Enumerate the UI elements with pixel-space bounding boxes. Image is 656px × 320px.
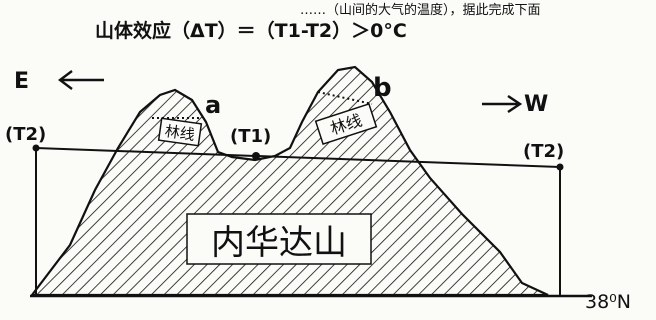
page-title: 山体效应（ΔT）＝（T1-T2）＞0°C: [95, 19, 407, 42]
t1-point: [252, 152, 260, 160]
peak-a-label: a: [205, 91, 221, 119]
t2-right-point: [556, 163, 564, 171]
forest-label-box-a: 林线: [157, 117, 203, 147]
t2-left-label: (T2): [5, 124, 46, 145]
t2-left-point: [32, 144, 40, 152]
mountain-name: 内华达山: [211, 223, 347, 263]
west-arrow-icon: [482, 95, 523, 113]
header-fragment: ……（山间的大气的温度），据此完成下面: [300, 2, 541, 18]
peak-b-label: b: [373, 73, 392, 103]
mountain-name-box: [186, 213, 372, 265]
west-label: W: [524, 92, 548, 117]
east-label: E: [14, 69, 29, 94]
forest-label-a: 林线: [164, 122, 196, 144]
east-arrow-icon: [58, 70, 104, 90]
forest-label-box-b: 林线: [314, 102, 378, 146]
t2-right-label: (T2): [523, 141, 564, 162]
latitude-label: 38⁰N: [585, 291, 631, 313]
forest-line-b: [317, 91, 373, 105]
temperature-line: [35, 147, 561, 168]
t1-label: (T1): [230, 126, 271, 147]
